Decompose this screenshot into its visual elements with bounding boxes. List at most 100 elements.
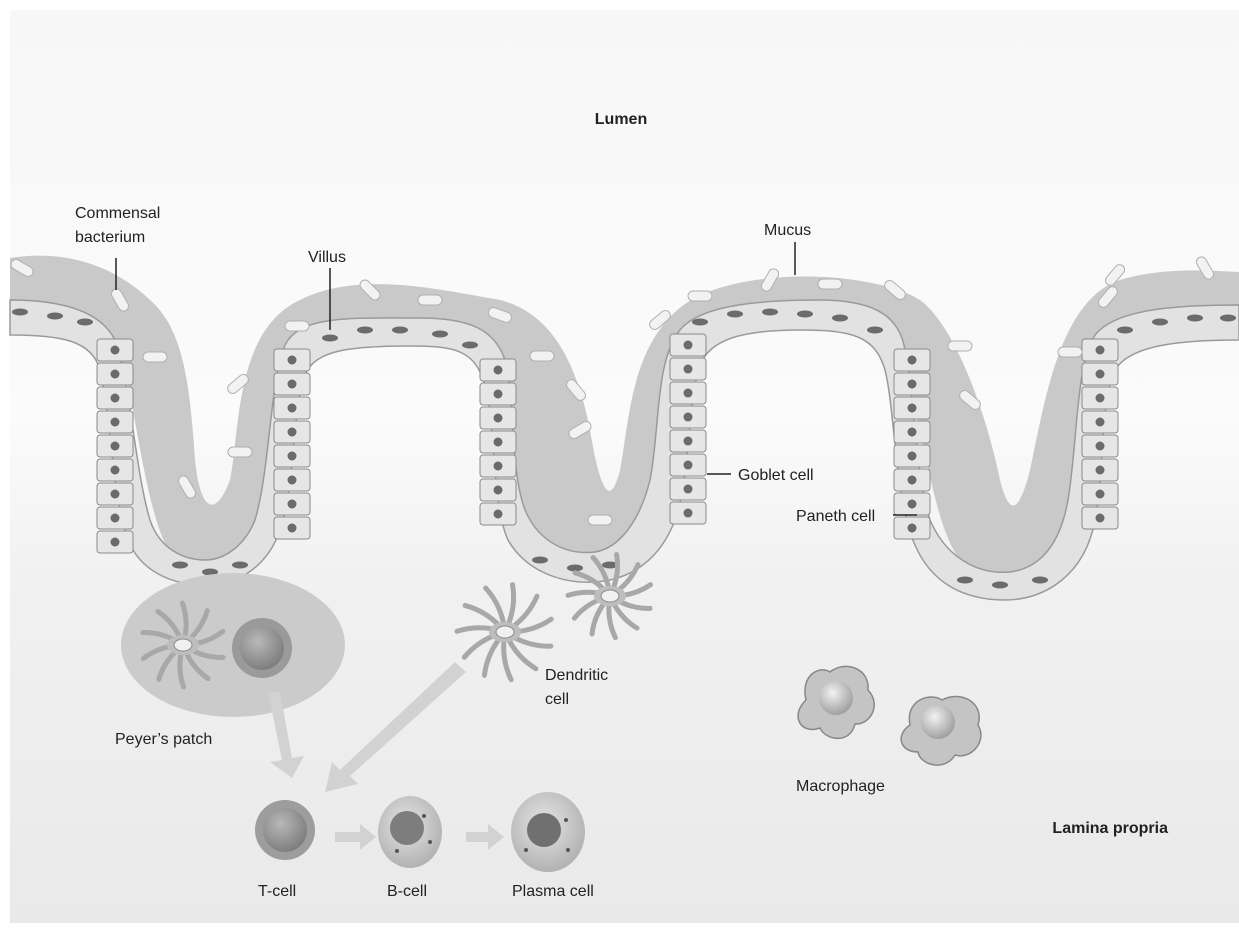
cell-nucleus <box>288 428 297 437</box>
dendritic-label-line2: cell <box>545 691 569 708</box>
cell-nucleus <box>322 335 338 342</box>
cell-nucleus <box>684 389 693 398</box>
cell-nucleus <box>288 524 297 533</box>
bacterium <box>688 291 712 301</box>
cell-nucleus <box>111 418 120 427</box>
cell-nucleus <box>111 538 120 547</box>
dendritic-nucleus <box>174 639 192 651</box>
cell-nucleus <box>111 442 120 451</box>
commensal-label-line1: Commensal <box>75 205 160 222</box>
bacterium <box>1058 347 1082 357</box>
cell-nucleus <box>1032 577 1048 584</box>
cell-nucleus <box>908 524 917 533</box>
cell-nucleus <box>1096 442 1105 451</box>
cell-nucleus <box>1117 327 1133 334</box>
cell-nucleus <box>1187 315 1203 322</box>
cell-nucleus <box>288 500 297 509</box>
t-cell-label: T-cell <box>258 883 296 900</box>
bacterium <box>818 279 842 289</box>
cell-nucleus <box>172 562 188 569</box>
b-cell-label: B-cell <box>387 883 427 900</box>
plasma-cell <box>511 792 585 872</box>
cell-nucleus <box>1096 394 1105 403</box>
cell-nucleus <box>111 466 120 475</box>
cell-nucleus <box>494 366 503 375</box>
cell-nucleus <box>12 309 28 316</box>
cell-nucleus <box>867 327 883 334</box>
peyers-patch-label: Peyer’s patch <box>115 731 212 748</box>
cell-nucleus <box>111 514 120 523</box>
cell-nucleus <box>908 428 917 437</box>
cell-nucleus <box>494 462 503 471</box>
cell-nucleus <box>288 452 297 461</box>
cell-nucleus <box>1096 466 1105 475</box>
commensal-label-line2: bacterium <box>75 229 145 246</box>
cell-nucleus <box>392 327 408 334</box>
cell-nucleus <box>908 476 917 485</box>
cell-nucleus <box>797 311 813 318</box>
dendritic-nucleus <box>601 590 619 602</box>
cell-nucleus <box>432 331 448 338</box>
cell-nucleus <box>727 311 743 318</box>
cell-nucleus <box>1152 319 1168 326</box>
bacterium <box>143 352 167 362</box>
cell-nucleus <box>494 414 503 423</box>
cell-nucleus <box>1096 514 1105 523</box>
lumen-label: Lumen <box>595 111 647 128</box>
cell-nucleus <box>908 404 917 413</box>
goblet-cell-label: Goblet cell <box>738 467 814 484</box>
lamina-propria-label: Lamina propria <box>1052 820 1168 837</box>
cell-nucleus <box>111 346 120 355</box>
macrophage-label: Macrophage <box>796 778 885 795</box>
cell-nucleus <box>47 313 63 320</box>
dendritic-nucleus <box>496 626 514 638</box>
cell-nucleus <box>684 461 693 470</box>
cell-nucleus <box>684 437 693 446</box>
cell-nucleus <box>111 370 120 379</box>
bacterium <box>588 515 612 525</box>
b-cell <box>378 796 442 868</box>
cell-nucleus <box>1096 490 1105 499</box>
mucus-label: Mucus <box>764 222 811 239</box>
cell-nucleus <box>908 500 917 509</box>
cell-nucleus <box>494 486 503 495</box>
cell-nucleus <box>462 342 478 349</box>
cell-nucleus <box>288 356 297 365</box>
cell-nucleus <box>992 582 1008 589</box>
bacterium <box>228 447 252 457</box>
cell-nucleus <box>1096 370 1105 379</box>
bacterium <box>285 321 309 331</box>
cell-nucleus <box>1096 418 1105 427</box>
bacterium <box>948 341 972 351</box>
plasma-cell-label: Plasma cell <box>512 883 594 900</box>
cell-nucleus <box>908 356 917 365</box>
paneth-cell-label: Paneth cell <box>796 508 875 525</box>
cell-nucleus <box>1096 346 1105 355</box>
villus-label: Villus <box>308 249 346 266</box>
cell-nucleus <box>908 452 917 461</box>
cell-nucleus <box>494 438 503 447</box>
cell-nucleus <box>288 404 297 413</box>
cell-nucleus <box>908 380 917 389</box>
bacterium <box>530 351 554 361</box>
cell-nucleus <box>357 327 373 334</box>
dendritic-label-line1: Dendritic <box>545 667 608 684</box>
t-cell <box>255 800 315 860</box>
cell-nucleus <box>684 365 693 374</box>
cell-nucleus <box>684 341 693 350</box>
cell-nucleus <box>111 490 120 499</box>
cell-nucleus <box>494 390 503 399</box>
cell-nucleus <box>684 509 693 518</box>
cell-nucleus <box>232 562 248 569</box>
cell-nucleus <box>1220 315 1236 322</box>
cell-nucleus <box>832 315 848 322</box>
cell-nucleus <box>77 319 93 326</box>
cell-nucleus <box>494 510 503 519</box>
peyers-lymphocyte <box>232 618 292 678</box>
cell-nucleus <box>111 394 120 403</box>
cell-nucleus <box>288 476 297 485</box>
cell-nucleus <box>288 380 297 389</box>
cell-nucleus <box>957 577 973 584</box>
